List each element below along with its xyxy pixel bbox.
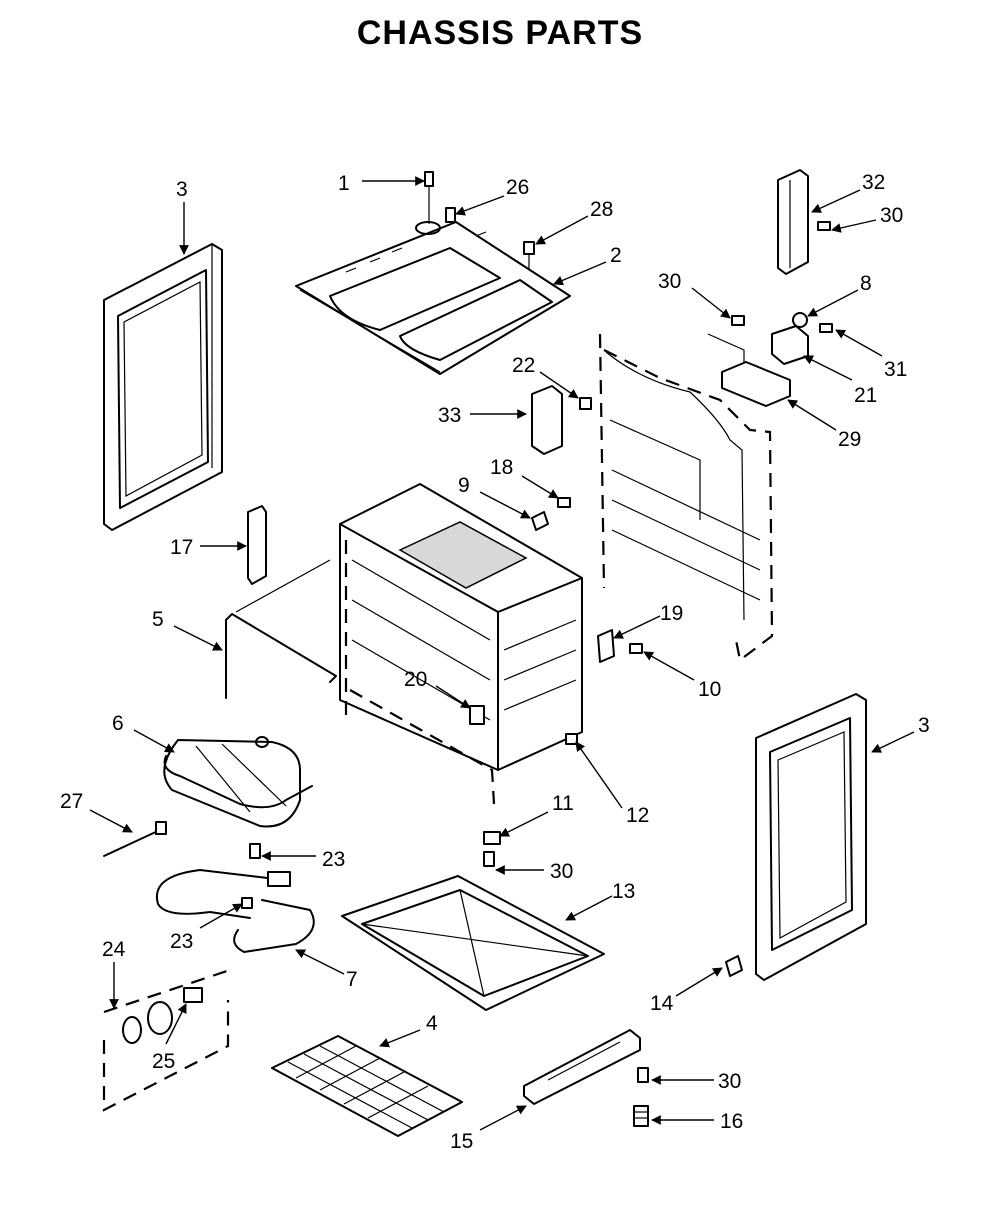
callout-8: 8 <box>860 272 872 295</box>
clip-14[interactable] <box>725 955 743 977</box>
screw-10[interactable] <box>629 643 643 654</box>
oven-cavity[interactable] <box>339 483 583 805</box>
terminal-block-21[interactable] <box>771 325 809 365</box>
bake-element-7[interactable] <box>155 869 315 953</box>
leader-lines <box>89 176 915 1131</box>
broil-element-6[interactable] <box>163 736 313 828</box>
callout-28: 28 <box>590 198 613 221</box>
callout-6: 6 <box>112 712 124 735</box>
callout-13: 13 <box>612 880 635 903</box>
screw-30-middle[interactable] <box>483 851 495 867</box>
callout-18: 18 <box>490 456 513 479</box>
screw-18[interactable] <box>557 497 571 508</box>
screw-26[interactable] <box>445 207 456 223</box>
screw-30-top[interactable] <box>817 221 831 231</box>
callout-11: 11 <box>552 792 574 815</box>
clip-9[interactable] <box>531 511 549 531</box>
oven-rack-4[interactable] <box>271 1035 463 1137</box>
screw-23-upper[interactable] <box>249 843 261 859</box>
bracket-32[interactable] <box>777 169 809 275</box>
callout-27: 27 <box>60 790 83 813</box>
callout-4: 4 <box>426 1012 438 1035</box>
callout-30-middle: 30 <box>550 860 573 883</box>
top-panel[interactable] <box>295 221 571 375</box>
callout-15: 15 <box>450 1130 473 1153</box>
bracket-29[interactable] <box>707 333 791 407</box>
callout-26: 26 <box>506 176 529 199</box>
callout-7: 7 <box>346 968 358 991</box>
screw-28[interactable] <box>523 241 535 270</box>
callout-20: 20 <box>404 668 427 691</box>
callout-5: 5 <box>152 608 164 631</box>
screw-30-bottom[interactable] <box>637 1067 649 1083</box>
callout-31: 31 <box>884 358 907 381</box>
screw-12[interactable] <box>565 733 578 745</box>
callout-23-upper: 23 <box>322 848 345 871</box>
callout-9: 9 <box>458 474 470 497</box>
callout-30-top: 30 <box>880 204 903 227</box>
rear-chassis-frame <box>598 333 774 662</box>
side-panel-right[interactable] <box>755 693 867 981</box>
bracket-19[interactable] <box>597 629 615 663</box>
door-gasket-5[interactable] <box>225 559 337 699</box>
knob-group-24-25[interactable] <box>102 968 231 1112</box>
callout-30-bottom: 30 <box>718 1070 741 1093</box>
callout-30-bracket: 30 <box>658 270 681 293</box>
hinge-17[interactable] <box>247 505 267 585</box>
callout-19: 19 <box>660 602 683 625</box>
component-33[interactable] <box>531 385 563 455</box>
callout-3-left: 3 <box>176 178 188 201</box>
callout-24: 24 <box>102 938 126 961</box>
screw-31[interactable] <box>819 323 833 333</box>
callout-10: 10 <box>698 678 721 701</box>
callout-29: 29 <box>838 428 861 451</box>
bolt[interactable] <box>424 171 434 224</box>
drip-pan-13[interactable] <box>341 875 605 1011</box>
diagram-title: CHASSIS PARTS <box>356 14 644 52</box>
callout-3-right: 3 <box>918 714 930 737</box>
sensor-probe-27[interactable] <box>103 821 167 857</box>
screw-30-bracket[interactable] <box>731 315 745 326</box>
callout-1: 1 <box>338 172 350 195</box>
callout-33: 33 <box>438 404 461 427</box>
component-20[interactable] <box>469 705 485 725</box>
nut-8[interactable] <box>792 312 808 328</box>
callout-32: 32 <box>862 171 885 194</box>
side-panel-left[interactable] <box>103 243 223 531</box>
callout-25: 25 <box>152 1050 175 1073</box>
callout-21: 21 <box>854 384 877 407</box>
bracket-15[interactable] <box>523 1029 641 1105</box>
callout-23-lower: 23 <box>170 930 193 953</box>
screw-23-lower[interactable] <box>241 897 253 909</box>
bracket-11[interactable] <box>483 831 501 845</box>
callout-14: 14 <box>650 992 674 1015</box>
screw-22[interactable] <box>579 397 592 410</box>
callout-labels: 1 26 28 2 3 32 30 30 8 31 21 29 22 33 18… <box>60 171 930 1153</box>
callout-2: 2 <box>610 244 622 267</box>
callout-22: 22 <box>512 354 535 377</box>
leveling-leg-16[interactable] <box>633 1105 649 1127</box>
callout-16: 16 <box>720 1110 743 1133</box>
callout-12: 12 <box>626 804 649 827</box>
callout-17: 17 <box>170 536 193 559</box>
